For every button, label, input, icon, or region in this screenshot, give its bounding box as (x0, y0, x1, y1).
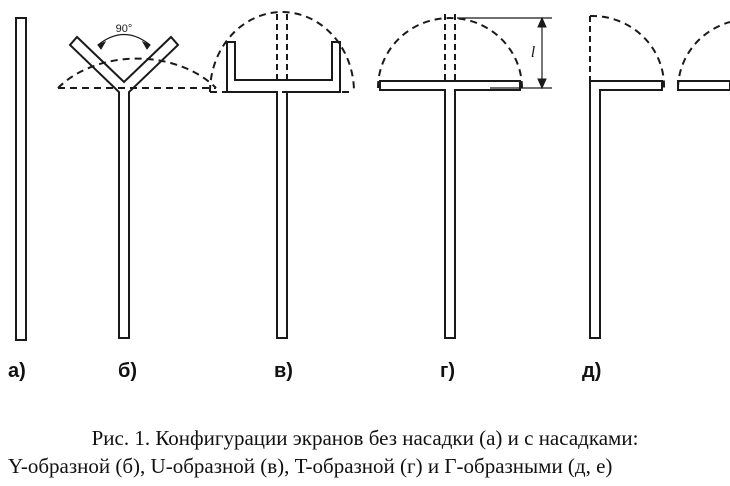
panel-b-y-screen (57, 33, 217, 339)
panel-e-partial (677, 21, 730, 91)
screen-configurations-figure: 90° l (15, 11, 730, 341)
dimension-label: l (531, 44, 536, 61)
panel-g-t-screen (377, 14, 552, 339)
figure-caption-line2: Y-образной (б), U-образной (в), T-образн… (8, 454, 613, 478)
panel-label-g: г) (440, 360, 455, 382)
panel-label-a: а) (8, 360, 26, 382)
panel-label-d: д) (582, 360, 602, 382)
panel-d-g-screen (589, 14, 666, 339)
panel-label-b: б) (118, 360, 138, 382)
panel-v-u-screen (209, 11, 355, 339)
panel-a-screen (15, 17, 27, 341)
figure-caption-line1: Рис. 1. Конфигурации экранов без насадки… (91, 426, 639, 450)
panel-label-v: в) (274, 360, 293, 382)
angle-label: 90° (116, 23, 133, 35)
